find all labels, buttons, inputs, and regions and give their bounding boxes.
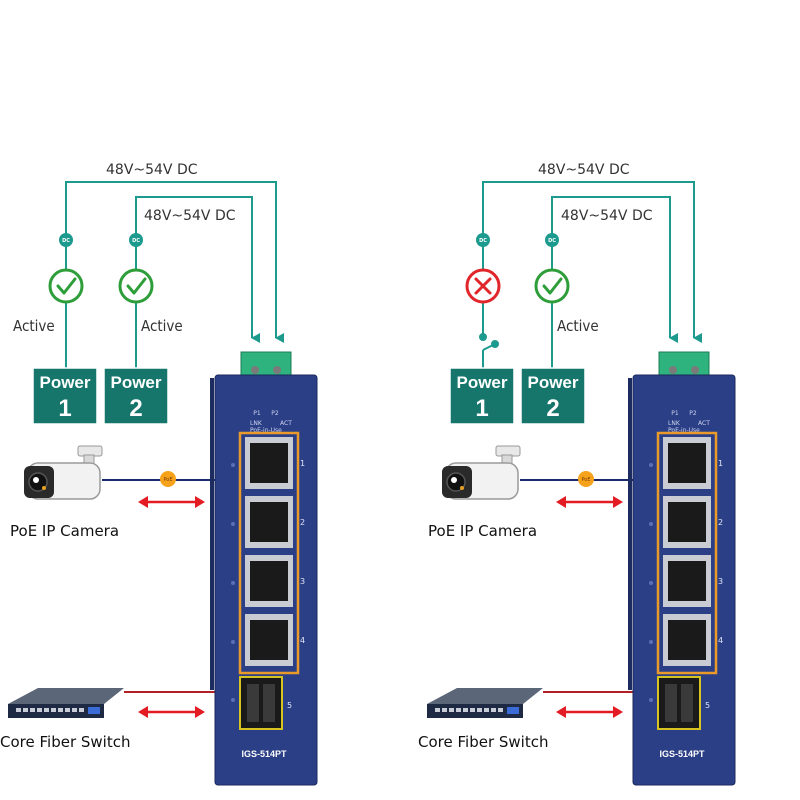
svg-text:3: 3: [300, 577, 305, 586]
scenario-left: 48V~54V DC 48V~54V DC DC DC Active Activ…: [0, 162, 318, 786]
voltage-label-inner: 48V~54V DC: [561, 208, 653, 224]
voltage-label-inner: 48V~54V DC: [144, 208, 236, 224]
svg-text:2: 2: [718, 518, 723, 527]
camera-label: PoE IP Camera: [10, 522, 119, 540]
rj45-port: [663, 614, 711, 666]
poe-badge: PoE: [578, 471, 594, 487]
power-2-status: Active: [557, 317, 599, 335]
scenario-right: 48V~54V DC 48V~54V DC DC DC Active Power…: [418, 162, 736, 786]
double-arrow-icon: [556, 706, 623, 718]
svg-text:LNK: LNK: [250, 420, 263, 427]
device-model-label: IGS-514PT: [241, 749, 287, 759]
svg-text:P2: P2: [689, 410, 697, 417]
core-switch-icon: [8, 688, 124, 718]
svg-text:3: 3: [718, 577, 723, 586]
svg-text:P1: P1: [253, 410, 261, 417]
svg-text:5: 5: [705, 701, 710, 710]
power-supply-1: Power 1: [32, 367, 98, 425]
dc-badge: DC: [59, 233, 73, 247]
svg-text:4: 4: [300, 636, 305, 645]
svg-text:LNK: LNK: [668, 420, 681, 427]
wire-power-1: [482, 181, 695, 336]
terminal-block: [240, 351, 292, 379]
dc-badge: DC: [129, 233, 143, 247]
check-icon: [118, 268, 154, 304]
svg-text:Power: Power: [527, 373, 578, 392]
check-icon: [534, 268, 570, 304]
svg-text:2: 2: [300, 518, 305, 527]
poe-badge: PoE: [160, 471, 176, 487]
svg-text:P2: P2: [271, 410, 279, 417]
svg-text:DC: DC: [479, 238, 487, 244]
rj45-port: [245, 496, 293, 548]
check-icon: [48, 268, 84, 304]
core-switch-icon: [427, 688, 543, 718]
svg-text:DC: DC: [132, 238, 140, 244]
rj45-port: [663, 496, 711, 548]
voltage-label-outer: 48V~54V DC: [106, 162, 198, 178]
svg-text:ACT: ACT: [698, 420, 710, 427]
svg-text:PoE: PoE: [581, 477, 590, 483]
rj45-port-group: [656, 431, 718, 675]
switch-label: Core Fiber Switch: [418, 733, 548, 751]
industrial-switch: P1 P2 LNK ACT PoE-in-Use 1 2: [210, 351, 318, 786]
device-model-label: IGS-514PT: [659, 749, 705, 759]
svg-text:Power: Power: [39, 373, 90, 392]
double-arrow-icon: [138, 496, 205, 508]
rj45-port: [245, 614, 293, 666]
svg-text:PoE: PoE: [163, 477, 172, 483]
svg-text:Power: Power: [456, 373, 507, 392]
terminal-block: [658, 351, 710, 379]
svg-text:PoE-in-Use: PoE-in-Use: [668, 427, 700, 434]
rj45-port: [245, 555, 293, 607]
svg-text:PoE-in-Use: PoE-in-Use: [250, 427, 282, 434]
power-supply-2: Power 2: [103, 367, 169, 425]
svg-text:Power: Power: [110, 373, 161, 392]
ip-camera-icon: [442, 445, 521, 500]
svg-text:2: 2: [129, 395, 142, 422]
switch-label: Core Fiber Switch: [0, 733, 130, 751]
double-arrow-icon: [138, 706, 205, 718]
fail-x-icon: [465, 268, 501, 304]
svg-text:1: 1: [718, 459, 723, 468]
svg-text:2: 2: [546, 395, 559, 422]
open-switch-icon: [479, 333, 499, 370]
svg-text:1: 1: [300, 459, 305, 468]
double-arrow-icon: [556, 496, 623, 508]
sfp-port: [239, 676, 283, 730]
ip-camera-icon: [24, 445, 103, 500]
svg-text:5: 5: [287, 701, 292, 710]
dc-badge: DC: [476, 233, 490, 247]
dc-badge: DC: [545, 233, 559, 247]
rj45-port: [663, 437, 711, 489]
svg-text:1: 1: [58, 395, 71, 422]
svg-text:4: 4: [718, 636, 723, 645]
voltage-label-outer: 48V~54V DC: [538, 162, 630, 178]
svg-text:P1: P1: [671, 410, 679, 417]
power-1-status: Active: [13, 317, 55, 335]
svg-text:ACT: ACT: [280, 420, 292, 427]
svg-text:1: 1: [475, 395, 488, 422]
svg-text:DC: DC: [62, 238, 70, 244]
rj45-port: [663, 555, 711, 607]
rj45-port-group: [238, 431, 300, 675]
industrial-switch: P1 P2 LNK ACT PoE-in-Use 1 2: [628, 351, 736, 786]
sfp-port: [657, 676, 701, 730]
rj45-port: [245, 437, 293, 489]
power-supply-1: Power 1: [449, 367, 515, 425]
power-supply-2: Power 2: [520, 367, 586, 425]
svg-text:DC: DC: [548, 238, 556, 244]
camera-label: PoE IP Camera: [428, 522, 537, 540]
power-2-status: Active: [141, 317, 183, 335]
